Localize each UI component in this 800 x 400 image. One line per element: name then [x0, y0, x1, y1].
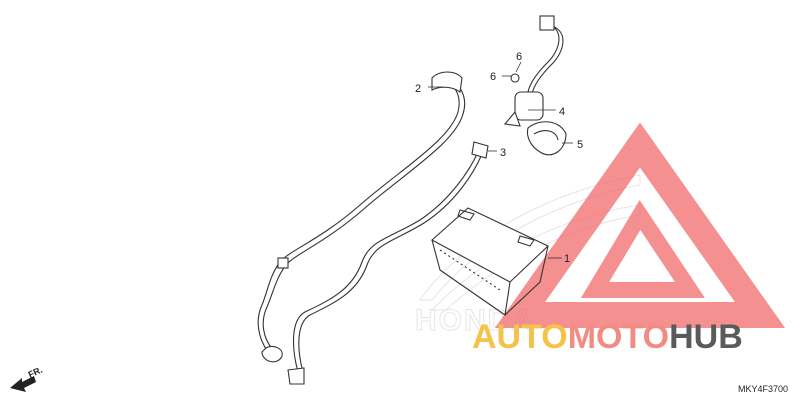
callout-4: 4	[559, 106, 565, 118]
wordmark-moto: MOTO	[568, 318, 669, 356]
cable-3-terminal-bottom	[287, 367, 305, 385]
wordmark-auto: AUTO	[472, 318, 568, 356]
cable-3-terminal-top	[471, 141, 489, 159]
front-direction-indicator: FR.	[10, 365, 44, 392]
callout-6-lower: 6	[490, 71, 496, 83]
battery-part-1	[431, 207, 549, 316]
relay-body	[514, 91, 544, 121]
cable-part-2	[257, 71, 466, 363]
cable-part-3	[287, 141, 489, 385]
cable-2-boot	[431, 71, 463, 93]
starter-relay-part-4	[503, 15, 564, 127]
triangle-inner	[580, 200, 705, 298]
relay-cover-part-5	[526, 121, 567, 156]
callout-3: 3	[500, 147, 506, 159]
diagram-part-code: MKY4F3700	[738, 384, 788, 394]
callout-5: 5	[577, 139, 583, 151]
callout-1: 1	[564, 253, 570, 265]
cable-2-clip	[277, 257, 289, 269]
automotohub-triangle-logo	[494, 122, 786, 328]
triangle-outer	[494, 122, 786, 328]
cable-2-terminal	[261, 345, 283, 363]
svg-text:AUTOMOTOHUB: AUTOMOTOHUB	[472, 318, 743, 356]
callout-6-upper: 6	[516, 51, 522, 63]
nut-part-6	[510, 73, 520, 83]
wordmark-hub: HUB	[669, 318, 743, 356]
front-direction-label: FR.	[27, 365, 44, 380]
front-arrow-icon	[10, 376, 36, 392]
automotohub-wordmark: AUTOMOTOHUB	[472, 318, 743, 356]
relay-connector	[539, 15, 555, 31]
callout-2: 2	[415, 83, 421, 95]
leader-lines	[428, 61, 573, 259]
